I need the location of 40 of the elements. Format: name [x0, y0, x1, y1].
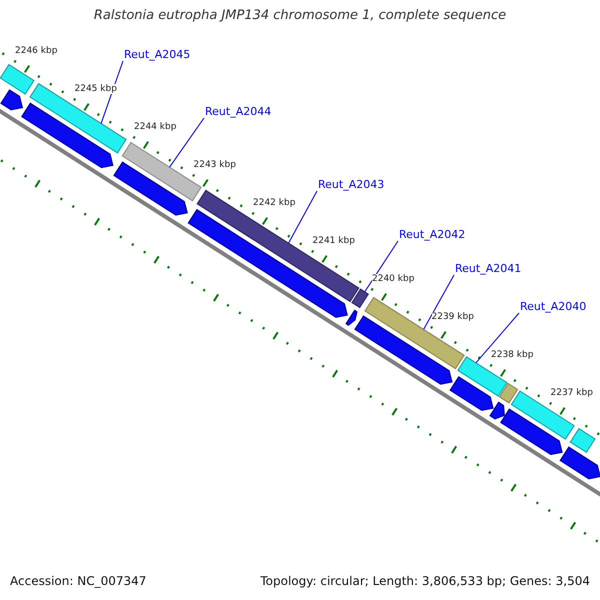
gene-shape: [345, 310, 358, 326]
scale-label: 2238 kbp: [491, 350, 534, 360]
chart-title: Ralstonia eutropha JMP134 chromosome 1, complete sequence: [92, 8, 508, 23]
gene-label: Reut_A2043: [318, 178, 384, 191]
gene-shape: [498, 382, 518, 404]
gene-label: Reut_A2041: [455, 262, 522, 275]
gene-shape: [560, 446, 600, 480]
scale-label: 2242 kbp: [253, 198, 296, 208]
gene-label: Reut_A2040: [520, 300, 586, 313]
scale-label: 2245 kbp: [74, 84, 117, 94]
gene-shape: [449, 376, 494, 411]
genome-summary: Topology: circular; Length: 3,806,533 bp; Genes: 3,504: [260, 574, 590, 588]
accession-text: Accession: NC_007347: [10, 574, 146, 588]
gene-shape: [21, 102, 114, 168]
leader-line: [423, 274, 454, 330]
gene-shape: [29, 82, 127, 154]
scale-label: 2237 kbp: [550, 388, 593, 398]
gene-shape: [457, 356, 508, 397]
gene-shape: [489, 402, 505, 420]
gene-shape: [0, 64, 35, 95]
gene-shape: [500, 408, 563, 456]
leader-line: [475, 312, 520, 364]
leader-line: [169, 118, 204, 168]
scale-label: 2241 kbp: [312, 236, 355, 246]
scale-label: 2243 kbp: [194, 160, 236, 170]
gene-shape: [510, 390, 575, 440]
gene-label: Reut_A2044: [205, 105, 272, 118]
leader-line: [288, 190, 318, 244]
scale-label: 2239 kbp: [432, 312, 474, 322]
gene-shape: [196, 190, 360, 302]
gene-shape: [113, 161, 188, 216]
leader-line: [364, 240, 398, 292]
gene-shape: [351, 288, 369, 308]
scale-label: 2244 kbp: [134, 122, 176, 132]
scale-label: 2240 kbp: [372, 274, 414, 284]
gene-label: Reut_A2045: [124, 48, 190, 61]
gene-label: Reut_A2042: [399, 228, 466, 241]
gene-shape: [570, 428, 596, 453]
scale-label: 2246 kbp: [15, 46, 58, 56]
gene-shape: [0, 89, 24, 110]
